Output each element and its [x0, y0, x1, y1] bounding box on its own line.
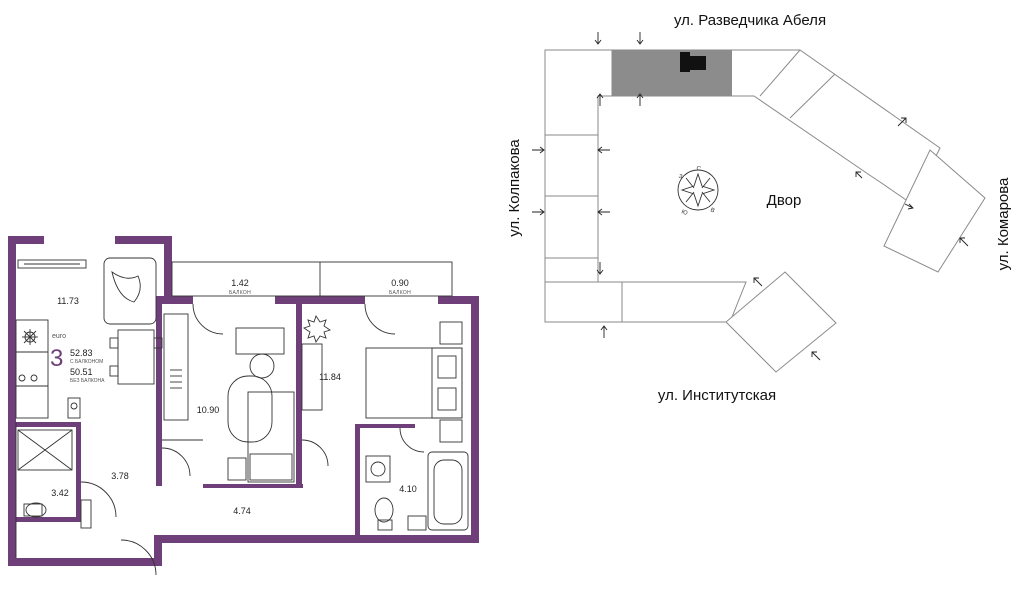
building-marker-icon: [680, 52, 706, 72]
floor-plan-walls: [8, 236, 479, 566]
kitchen-furniture: [15, 257, 163, 419]
room-area-balcony-left: 1.42: [231, 278, 249, 288]
street-right: ул. Комарова: [995, 177, 1012, 270]
area-with-balcony: 52.83: [70, 348, 93, 358]
building-outline: [544, 49, 986, 373]
room-area-bathroom-1: 3.42: [51, 488, 69, 498]
street-left: ул. Колпакова: [506, 139, 523, 237]
bedroom-2-furniture: [301, 314, 463, 443]
area-without-balcony-label: БЕЗ БАЛКОНА: [70, 378, 105, 384]
street-top: ул. Разведчика Абеля: [674, 12, 826, 29]
euro-badge: euro: [52, 333, 66, 340]
room-area-bedroom-2: 11.84: [319, 372, 341, 382]
bathroom-fixtures: [17, 429, 469, 531]
floor-plan: 11.73 1.42 БАЛКОН 0.90 БАЛКОН 10.90 11.8…: [8, 236, 479, 576]
current-section-highlight: [612, 50, 732, 96]
rooms-count: 3: [50, 345, 63, 372]
compass-icon: С В Ю З: [677, 165, 719, 217]
entrance-arrows: [532, 32, 969, 361]
room-area-bathroom-2: 4.10: [399, 484, 417, 494]
room-area-kitchen: 11.73: [57, 296, 79, 306]
room-label-balcony-right: БАЛКОН: [389, 290, 411, 296]
room-area-corridor: 4.74: [233, 506, 251, 516]
room-area-balcony-right: 0.90: [391, 278, 409, 288]
compass-south: Ю: [680, 209, 688, 217]
apartment-info: euro 3 52.83 С БАЛКОНОМ 50.51 БЕЗ БАЛКОН…: [22, 329, 105, 384]
room-label-balcony-left: БАЛКОН: [229, 290, 251, 296]
area-without-balcony: 50.51: [70, 367, 93, 377]
compass-west: З: [678, 174, 684, 181]
floor-plan-lines: [15, 261, 453, 576]
compass-east: В: [709, 208, 715, 215]
area-with-balcony-label: С БАЛКОНОМ: [70, 359, 103, 365]
room-area-bedroom-1: 10.90: [197, 405, 220, 415]
street-bottom: ул. Институтская: [658, 387, 776, 404]
snowflake-icon: [22, 329, 38, 345]
courtyard-label: Двор: [767, 192, 802, 209]
room-area-hall: 3.78: [111, 471, 129, 481]
site-plan: С В Ю З Двор ул. Разведчика Абеля ул. Ко…: [506, 12, 1012, 404]
compass-north: С: [695, 165, 702, 172]
bedroom-1-furniture: [163, 313, 295, 483]
